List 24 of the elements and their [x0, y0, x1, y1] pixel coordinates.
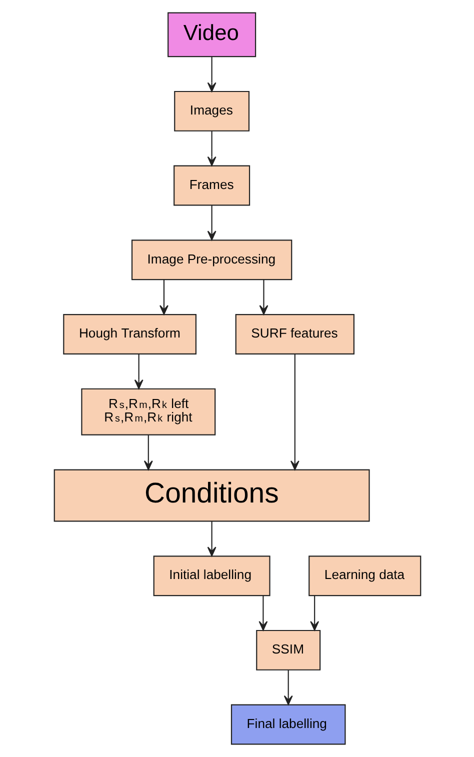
arrow — [290, 354, 299, 470]
arrow — [206, 131, 216, 166]
arrow — [143, 435, 152, 470]
node-box: Video — [167, 12, 256, 58]
node-box: Final labelling — [230, 704, 346, 745]
node-box: Conditions — [53, 469, 370, 522]
arrow — [258, 596, 268, 631]
node-box: Images — [174, 90, 250, 132]
arrow — [258, 280, 268, 315]
node-box: Frames — [173, 165, 250, 206]
node-box: Image Pre-processing — [130, 240, 292, 280]
node-box: Rs,Rm,Rk left Rs,Rm,Rk right — [80, 388, 216, 436]
node-box: Learning data — [308, 556, 421, 596]
arrow — [206, 56, 216, 92]
node-box: SSIM — [256, 630, 320, 670]
arrow — [283, 670, 292, 706]
arrow — [159, 280, 168, 315]
node-box: SURF features — [234, 314, 354, 354]
arrow — [206, 521, 216, 556]
arrow — [134, 354, 143, 390]
arrow — [310, 596, 319, 631]
node-box: Hough Transform — [62, 314, 196, 354]
arrow — [206, 205, 216, 240]
node-box: Initial labelling — [152, 556, 270, 596]
